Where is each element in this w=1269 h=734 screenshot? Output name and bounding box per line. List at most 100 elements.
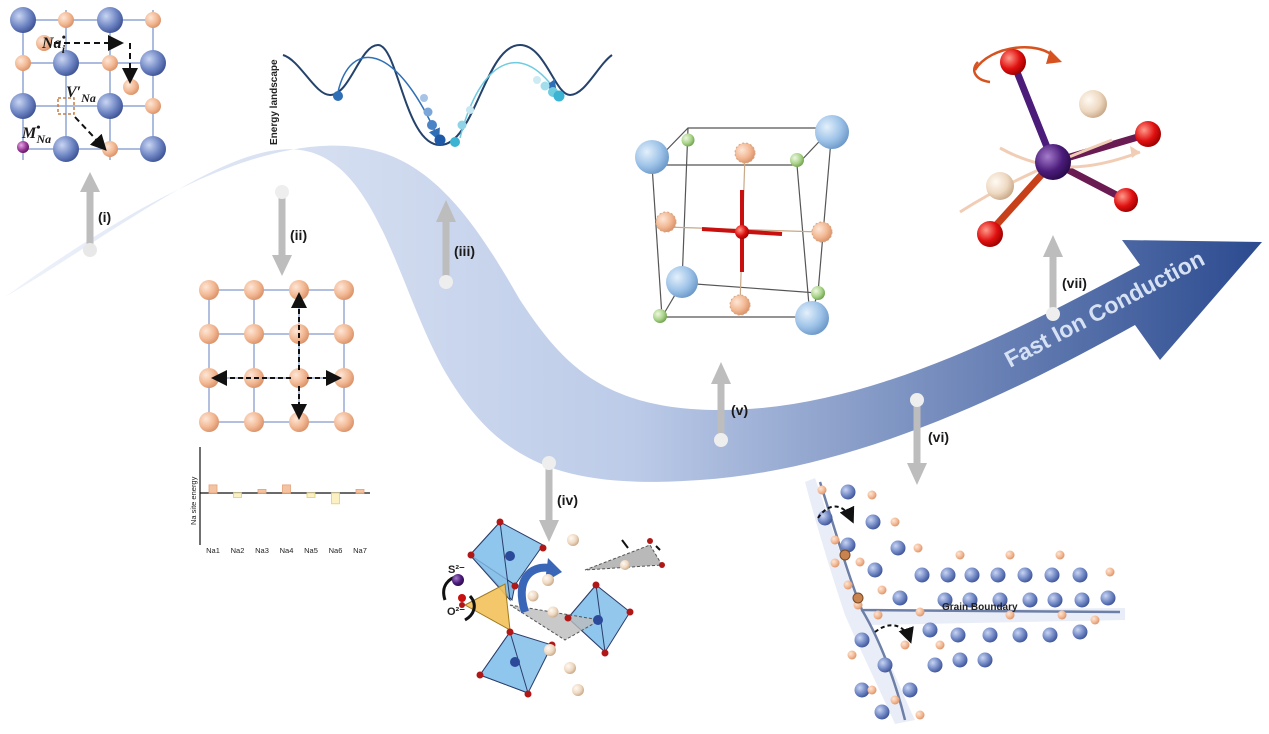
site-energy-tick-label: Na6	[329, 546, 343, 555]
oxide-anion-label: O²⁻	[447, 606, 465, 618]
grain-atom	[1017, 567, 1033, 583]
grain-atom	[1044, 567, 1060, 583]
svg-text:M•Na: M•Na	[21, 120, 51, 146]
grain-atom	[964, 567, 980, 583]
site-energy-tick-label: Na5	[304, 546, 318, 555]
sulfide-anion-label: S²⁻	[448, 564, 465, 576]
stage-label-iv: (iv)	[557, 492, 578, 508]
site-energy-bar	[233, 492, 242, 498]
na-atom	[145, 12, 161, 28]
na-atom	[830, 535, 840, 545]
grain-atom	[817, 510, 833, 526]
defect-interstitial-base: Na	[41, 35, 62, 52]
na-atom	[1055, 550, 1065, 560]
grain-atom	[962, 592, 978, 608]
na-site-atom	[244, 324, 264, 344]
site-energy-bar	[257, 488, 267, 494]
site-energy-bar	[306, 492, 316, 498]
defect-lattice: Na•i V′Na M•Na	[10, 7, 166, 162]
stage-label-ii: (ii)	[290, 227, 307, 243]
na-site-atom	[334, 368, 354, 388]
na-atom	[935, 640, 945, 650]
na-site-atom	[199, 412, 219, 432]
defect-vacancy-base: V′	[66, 84, 81, 101]
grain-atom	[922, 622, 938, 638]
grain-atom	[977, 652, 993, 668]
grain-atom	[914, 567, 930, 583]
energy-landscape: Energy landscape	[269, 43, 613, 147]
grain-atom	[990, 567, 1006, 583]
na-site-atom	[244, 280, 264, 300]
grain-atom	[952, 652, 968, 668]
grain-atom	[982, 627, 998, 643]
na-atom	[145, 98, 161, 114]
na-atom	[890, 695, 900, 705]
na-atom	[1057, 610, 1067, 620]
na-atom	[915, 710, 925, 720]
na-atom	[847, 650, 857, 660]
grain-atom	[854, 632, 870, 648]
grain-atom	[840, 484, 856, 500]
anion-atom	[97, 7, 123, 33]
energy-landscape-label: Energy landscape	[269, 59, 280, 145]
migrated-na-atom	[123, 79, 139, 95]
grain-boundary-label: Grain Boundary	[942, 602, 1018, 613]
grain-atom	[890, 540, 906, 556]
na-atom	[830, 558, 840, 568]
defect-vacancy-sub: Na	[80, 91, 96, 105]
stage-label-i: (i)	[98, 209, 111, 225]
grain-atom	[927, 657, 943, 673]
grain-atom	[877, 657, 893, 673]
na-atom	[877, 585, 887, 595]
na-atom	[817, 485, 827, 495]
na-site-atom	[199, 280, 219, 300]
defect-substitution-sup: •	[36, 120, 40, 134]
site-energy-ylabel: Na site energy	[189, 476, 198, 525]
grain-boundary-lattice: Grain Boundary	[805, 478, 1125, 724]
na-atom	[900, 640, 910, 650]
substituted-atom	[17, 141, 29, 153]
na-atom	[955, 550, 965, 560]
anion-atom	[140, 136, 166, 162]
na-site-atom	[244, 412, 264, 432]
stage-label-vi: (vi)	[928, 429, 949, 445]
na-site-atom	[289, 368, 309, 388]
na-atom	[1005, 550, 1015, 560]
interstitial-na-atom	[36, 35, 52, 51]
grain-atom	[1100, 590, 1116, 606]
grain-atom	[937, 592, 953, 608]
site-energy-bar	[331, 492, 340, 505]
grain-atom	[1072, 567, 1088, 583]
defect-interstitial-sup: •	[62, 30, 66, 44]
na-atom	[1005, 610, 1015, 620]
site-energy-bar	[208, 484, 218, 494]
site-energy-tick-label: Na3	[255, 546, 269, 555]
na-atom	[102, 141, 118, 157]
grain-atom	[1042, 627, 1058, 643]
na-atom	[843, 580, 853, 590]
grain-atom	[867, 562, 883, 578]
svg-text:Na•i: Na•i	[41, 30, 66, 56]
na-atom	[890, 517, 900, 527]
grain-atom	[950, 627, 966, 643]
grain-atom	[1022, 592, 1038, 608]
boundary-na-atom	[852, 592, 864, 604]
svg-text:V′Na: V′Na	[66, 84, 96, 105]
grain-atom	[874, 704, 890, 720]
na-atom	[867, 490, 877, 500]
grain-atom	[840, 537, 856, 553]
site-energy-tick-label: Na2	[231, 546, 245, 555]
na-site-atom	[199, 324, 219, 344]
grain-atom	[1012, 627, 1028, 643]
na-atom	[15, 55, 31, 71]
grain-atom	[902, 682, 918, 698]
na-atom	[915, 607, 925, 617]
grain-atom	[865, 514, 881, 530]
grain-atom	[892, 590, 908, 606]
na-atom	[102, 55, 118, 71]
grain-atom	[1047, 592, 1063, 608]
anion-atom	[97, 93, 123, 119]
na-site-atom	[334, 412, 354, 432]
